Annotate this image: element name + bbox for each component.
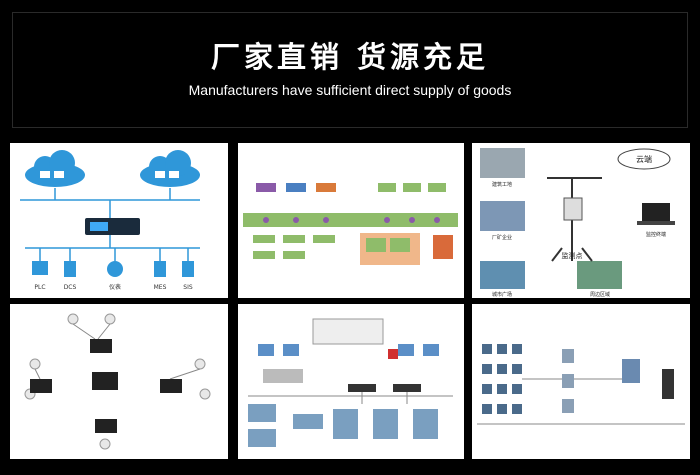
network-architecture-image: PLC DCS 仪表 MES SIS bbox=[10, 143, 228, 298]
header-banner: 厂家直销 货源充足 Manufacturers have sufficient … bbox=[0, 0, 700, 133]
cloud-label: 云端 bbox=[636, 154, 652, 164]
node-label-meter: 仪表 bbox=[109, 283, 121, 291]
node-label-dcs: DCS bbox=[64, 284, 77, 291]
banner-title: 厂家直销 货源充足 bbox=[210, 40, 490, 74]
system-topology-image bbox=[238, 304, 464, 459]
banner-frame bbox=[12, 12, 688, 128]
cloud-icon bbox=[25, 150, 200, 187]
site-label: 监控终端 bbox=[646, 231, 666, 238]
laptop-icon bbox=[637, 203, 675, 225]
banner-subtitle: Manufacturers have sufficient direct sup… bbox=[188, 82, 512, 98]
monitor-point-label: 监测点 bbox=[562, 251, 583, 260]
block-diagram-image bbox=[238, 143, 464, 298]
cloud-icon bbox=[617, 148, 671, 170]
node-label-mes: MES bbox=[154, 284, 167, 291]
wireless-network-image bbox=[10, 304, 228, 459]
monitoring-station-image: 云端 监测点 建筑工地 厂矿企业 城市广场 周边区域 监控终端 bbox=[472, 143, 690, 298]
node-label-sis: SIS bbox=[183, 284, 193, 291]
site-label: 厂矿企业 bbox=[492, 234, 512, 241]
control-system-image bbox=[472, 304, 690, 459]
site-label: 建筑工地 bbox=[492, 181, 512, 188]
gateway-device-icon bbox=[85, 218, 140, 235]
site-label: 城市广场 bbox=[492, 291, 512, 298]
gateway-device-icon bbox=[30, 339, 182, 433]
node-label-plc: PLC bbox=[34, 284, 45, 291]
site-label: 周边区域 bbox=[590, 291, 610, 298]
